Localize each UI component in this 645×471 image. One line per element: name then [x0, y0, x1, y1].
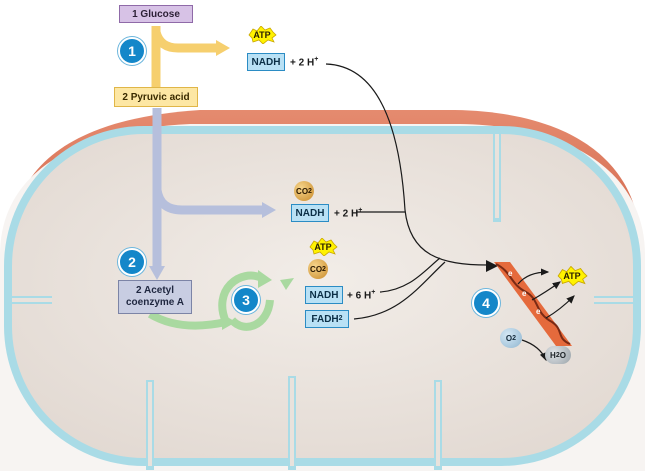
krebs-arrowhead-3: [280, 278, 294, 290]
step-4-badge: 4: [472, 289, 500, 317]
glycolysis-arrow: [151, 26, 216, 88]
krebs-cycle: [147, 271, 274, 331]
etc-band: [494, 262, 572, 346]
acetyl-line2: coenzyme A: [126, 297, 184, 308]
electron-label-3: e: [536, 307, 541, 316]
electron-label-2: e: [522, 289, 527, 298]
electron-flow-lines: [325, 63, 489, 320]
atp-etc-icon: ATP: [556, 266, 588, 286]
glucose-label: 1 Glucose: [119, 5, 193, 23]
step-2-badge: 2: [118, 248, 146, 276]
electron-flow-arrowhead: [486, 260, 498, 272]
step-1-badge: 1: [118, 37, 146, 65]
nadh-pyruvate-box: NADH: [291, 204, 329, 222]
cristae-inner: [12, 134, 633, 466]
glycolysis-hydrogen-label: + 2 H+: [290, 56, 319, 69]
krebs-hydrogen-label: + 6 H+: [347, 289, 376, 302]
atp-glycolysis-icon: ATP: [247, 26, 277, 44]
pyruvate-hydrogen-label: + 2 H+: [334, 207, 363, 220]
acetyl-line1: 2 Acetyl: [136, 285, 174, 296]
pyruvate-arrow: [152, 108, 262, 268]
pyruvate-arrowhead-down: [149, 266, 165, 280]
krebs-arrowhead-2: [258, 270, 272, 288]
step-3-badge: 3: [232, 286, 260, 314]
atp-krebs-icon: ATP: [308, 238, 338, 256]
acetyl-coa-label: 2 Acetyl coenzyme A: [118, 280, 192, 314]
etc-output-arrows: [517, 268, 575, 362]
nadh-glycolysis-box: NADH: [247, 53, 285, 71]
glycolysis-arrowhead: [216, 40, 230, 56]
electron-label-1: e: [508, 269, 513, 278]
pyruvate-arrowhead-right: [262, 202, 276, 218]
pyruvic-acid-label: 2 Pyruvic acid: [114, 87, 198, 107]
krebs-arrowhead-1: [222, 314, 236, 330]
nadh-krebs-box: NADH: [305, 286, 343, 304]
